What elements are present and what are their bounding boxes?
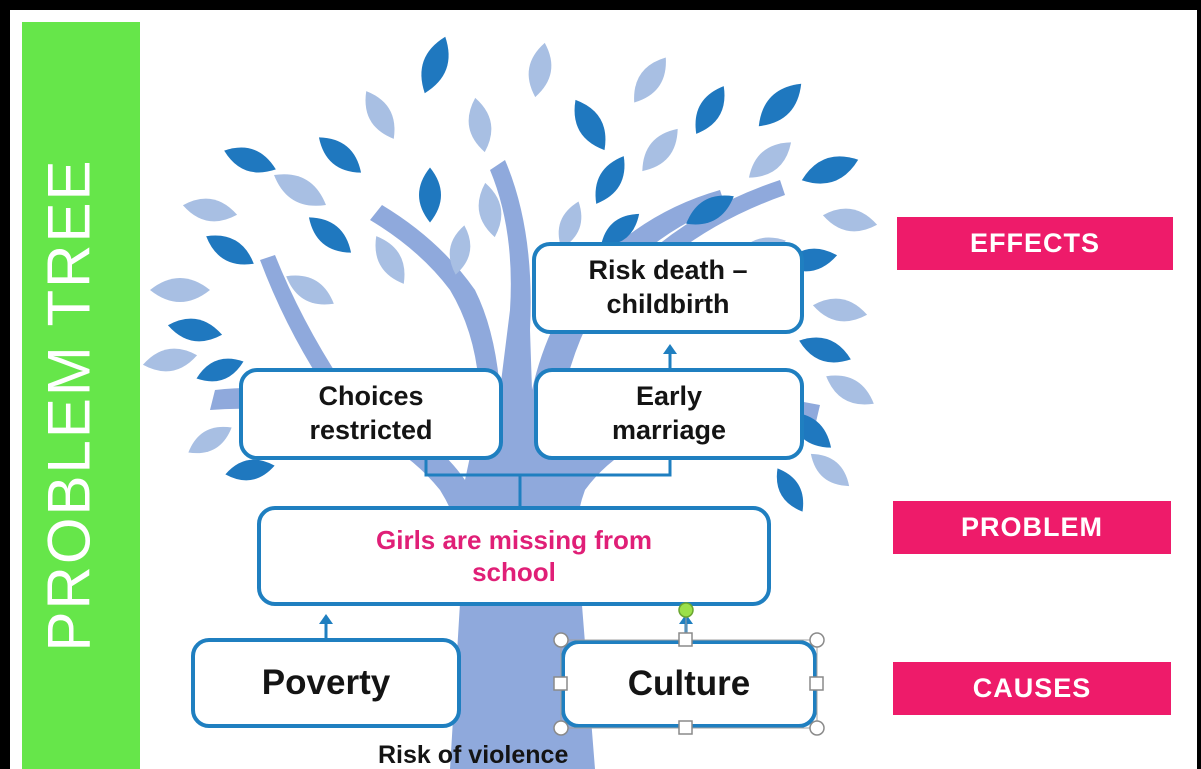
- leaf-31: [812, 298, 868, 322]
- leaf-21: [478, 182, 502, 238]
- problem-box-text: Girls are missing from school: [376, 524, 652, 588]
- effect-box-risk-death[interactable]: Risk death – childbirth: [532, 242, 804, 334]
- label-effects: EFFECTS: [897, 217, 1173, 270]
- connector-bracket: [424, 460, 672, 477]
- leaf-38: [225, 459, 275, 481]
- arrowhead-poverty-icon: [319, 614, 333, 624]
- problem-box[interactable]: Girls are missing from school: [257, 506, 771, 606]
- leaf-8: [801, 156, 859, 184]
- cause-box-culture-text: Culture: [627, 664, 751, 704]
- leaf-40: [558, 201, 582, 249]
- leaf-13: [224, 147, 276, 173]
- leaf-36: [776, 468, 804, 512]
- leaf-6: [758, 83, 802, 127]
- leaf-20: [419, 167, 441, 223]
- risk-of-violence-text: Risk of violence: [378, 741, 569, 769]
- leaf-28: [686, 195, 734, 225]
- leaf-19: [196, 358, 244, 382]
- leaf-12: [274, 174, 326, 206]
- leaf-23: [375, 236, 405, 284]
- cause-box-poverty[interactable]: Poverty: [191, 638, 461, 728]
- arrowhead-up-icon: [663, 344, 677, 354]
- leaf-7: [748, 142, 792, 178]
- leaf-25: [286, 275, 334, 305]
- effect-box-choices-text: Choices restricted: [309, 381, 433, 445]
- leaf-5: [695, 86, 725, 134]
- leaf-26: [595, 156, 625, 204]
- leaf-0: [421, 36, 449, 94]
- slide-canvas: PROBLEM TREE Risk death – childbirth Cho…: [10, 10, 1197, 769]
- leaf-18: [142, 348, 198, 372]
- leaf-24: [308, 217, 352, 253]
- leaf-11: [318, 137, 362, 173]
- cause-box-poverty-text: Poverty: [261, 663, 391, 703]
- cause-box-culture[interactable]: Culture: [561, 640, 817, 728]
- leaf-33: [826, 375, 874, 405]
- trunk-shape: [210, 160, 820, 769]
- leaf-2: [528, 42, 552, 98]
- leaf-10: [365, 91, 395, 139]
- leaf-32: [799, 337, 851, 363]
- leaf-4: [634, 57, 666, 103]
- leaf-35: [810, 453, 850, 487]
- leaf-22: [449, 225, 471, 275]
- leaf-41: [600, 213, 640, 247]
- leaf-15: [206, 235, 254, 265]
- leaf-17: [167, 318, 223, 342]
- leaf-1: [468, 97, 492, 153]
- effect-box-early-marriage-text: Early marriage: [611, 381, 727, 445]
- side-banner: [22, 22, 140, 769]
- leaf-16: [150, 278, 210, 302]
- leaf-39: [188, 426, 232, 454]
- leaf-27: [642, 128, 678, 172]
- leaf-9: [822, 208, 878, 232]
- effect-box-early-marriage[interactable]: Early marriage: [534, 368, 804, 460]
- effect-box-choices-restricted[interactable]: Choices restricted: [239, 368, 503, 460]
- leaf-3: [574, 99, 606, 151]
- side-title: PROBLEM TREE: [35, 158, 103, 652]
- label-causes: CAUSES: [893, 662, 1171, 715]
- leaf-14: [182, 198, 238, 222]
- label-problem: PROBLEM: [893, 501, 1171, 554]
- arrowhead-culture-icon: [679, 614, 693, 624]
- effect-box-risk-death-text: Risk death – childbirth: [588, 255, 748, 319]
